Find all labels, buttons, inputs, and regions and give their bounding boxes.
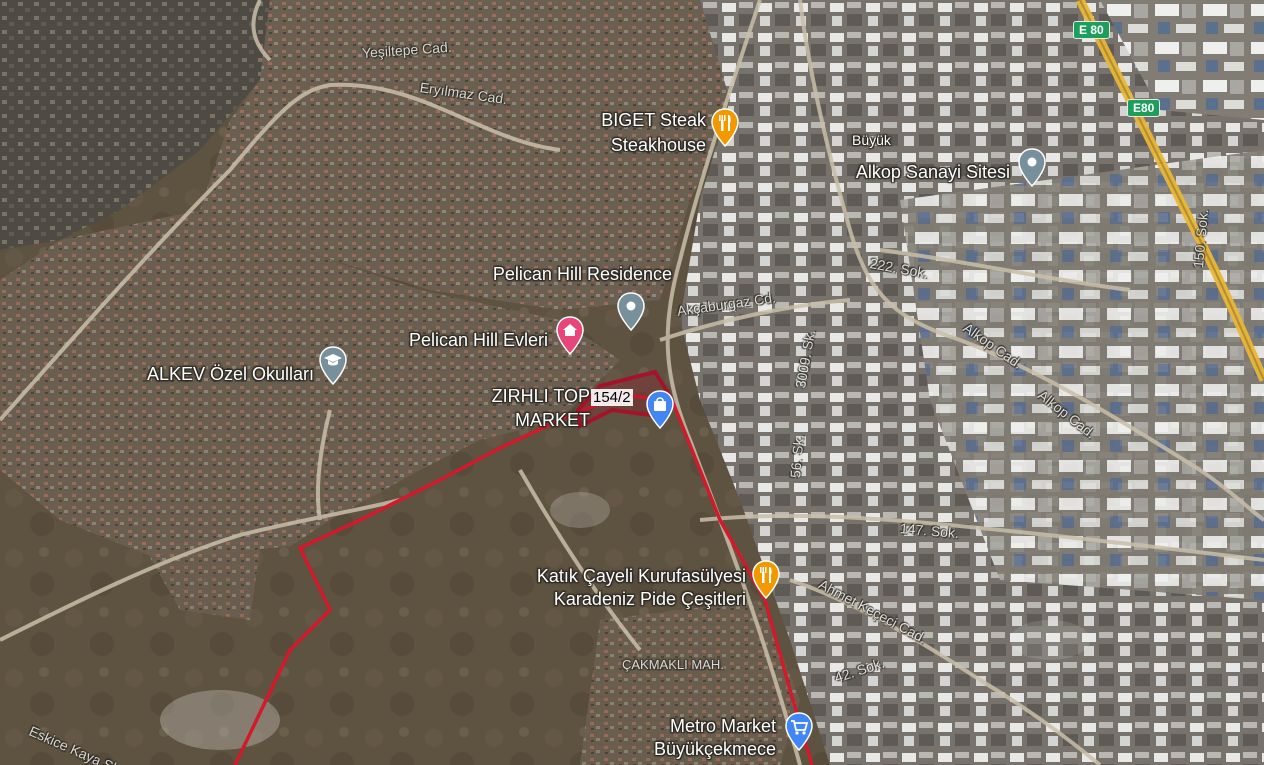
restaurant-pin-katik[interactable] bbox=[751, 560, 781, 600]
shopping-cart-icon bbox=[791, 720, 809, 735]
place-label-steakhouse[interactable]: Steakhouse bbox=[610, 135, 706, 155]
restaurant-pin-biget[interactable] bbox=[710, 108, 740, 148]
school-icon bbox=[324, 354, 342, 366]
place-label-katik-1[interactable]: Katık Çayeli Kurufasülyesi bbox=[536, 566, 746, 586]
home-pin-pelican-hill-evleri[interactable] bbox=[555, 316, 585, 356]
place-label-buyukcekmece[interactable]: Büyükçekmece bbox=[653, 739, 776, 759]
place-label-biget-steak[interactable]: BIGET Steak bbox=[601, 110, 706, 130]
home-icon bbox=[563, 324, 577, 336]
place-label-alkop-sanayi-sitesi[interactable]: Alkop Sanayi Sitesi bbox=[855, 162, 1010, 182]
school-pin-alkev[interactable] bbox=[318, 346, 348, 386]
shopping-bag-icon bbox=[654, 397, 666, 411]
place-label-buyuk: Büyük bbox=[852, 132, 891, 148]
highway-shield-e80-2: E80 bbox=[1127, 99, 1161, 117]
place-label-market[interactable]: MARKET bbox=[514, 410, 590, 430]
place-label-alkev[interactable]: ALKEV Özel Okulları bbox=[146, 364, 314, 384]
shopping-pin-zirhli-market[interactable] bbox=[645, 390, 675, 430]
place-label-pelican-hill-residence[interactable]: Pelican Hill Residence bbox=[492, 264, 672, 284]
place-dot-icon bbox=[626, 301, 636, 311]
place-label-pelican-hill-evleri[interactable]: Pelican Hill Evleri bbox=[408, 330, 548, 350]
shopping-pin-metro-market[interactable] bbox=[784, 712, 814, 752]
place-pin-pelican-hill-residence[interactable] bbox=[616, 292, 646, 332]
fork-knife-icon bbox=[719, 115, 731, 131]
parcel-label[interactable]: 154/2 bbox=[591, 389, 633, 406]
place-dot-icon bbox=[1027, 157, 1037, 167]
place-label-katik-2[interactable]: Karadeniz Pide Çeşitleri bbox=[553, 589, 746, 609]
fork-knife-icon bbox=[760, 567, 772, 583]
place-label-metro-market[interactable]: Metro Market bbox=[669, 716, 776, 736]
place-label-cakmakli: ÇAKMAKLI MAH. bbox=[622, 657, 724, 672]
highway-shield-e80: E 80 bbox=[1073, 21, 1110, 39]
place-pin-alkop-sanayi[interactable] bbox=[1017, 148, 1047, 188]
place-label-zirhli-top[interactable]: ZIRHLI TOP bbox=[491, 386, 590, 406]
